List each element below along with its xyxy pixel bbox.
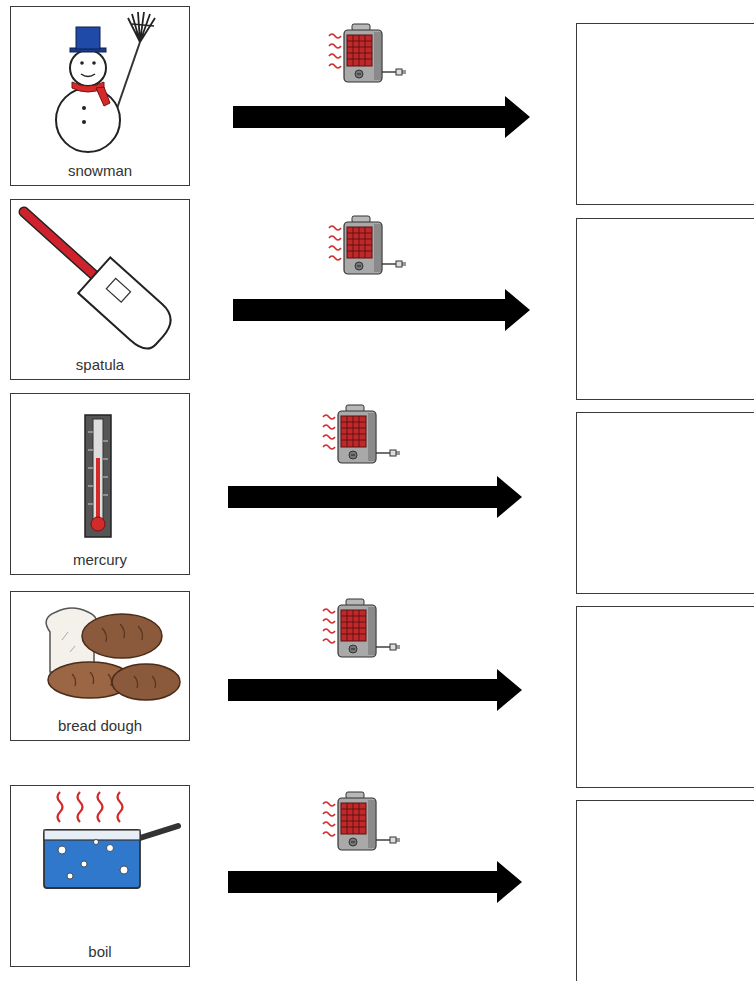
heater-icon [323,599,400,657]
picture-label: spatula [76,356,124,373]
spatula-icon-part-part [78,257,178,354]
thermometer-icon-part [85,415,111,537]
heating-arrow [228,861,522,903]
thermometer-icon-part [91,517,105,531]
spatula-icon-part-part [106,278,130,302]
snowman-icon-part [70,50,106,86]
snowman-icon-part [80,61,84,65]
heater-icon [329,216,406,274]
picture-box [576,218,754,400]
picture-box [576,412,754,594]
heating-arrow [233,96,530,138]
heater-icon [323,792,400,850]
spatula-icon-part [24,212,94,275]
boiling-pot-icon-part [78,792,83,822]
bread-icon-part [82,614,162,658]
boiling-pot-icon-part [98,792,103,822]
thermometer-icon-part [93,419,103,523]
snowman-icon-part [96,87,110,106]
snowman-icon [56,12,155,152]
snowman-icon-part [92,61,96,65]
heating-arrow [228,669,522,711]
boiling-pot-icon-part [120,866,128,874]
picture-box [576,800,754,981]
boiling-pot-icon-part [44,830,140,840]
picture-label: bread dough [58,717,142,734]
bread-icon-part [62,632,75,652]
snowman-icon-part [76,27,100,49]
snowman-icon-part [81,74,95,77]
heater-icon [323,405,400,463]
bread-icon-part [102,624,143,642]
bread-icon-part [134,676,156,688]
snowman-icon-part [56,88,120,152]
picture-box: snowman [10,6,190,186]
snowman-icon-part [132,24,154,26]
bread-icon-part [72,672,112,686]
picture-box [576,23,754,205]
heater-icon [329,24,406,82]
picture-box: boil [10,785,190,967]
snowman-icon-part [82,120,86,124]
boiling-pot-icon-part [94,840,99,845]
bread-icon [46,608,180,700]
boiling-pot-icon-part [58,792,63,822]
boiling-pot-icon-part [44,830,140,888]
boiling-pot-icon [44,792,178,888]
picture-box: spatula [10,199,190,380]
spatula-icon [24,212,179,355]
picture-box [576,606,754,788]
spatula-icon-part [24,212,94,275]
heating-arrow [233,289,530,331]
boiling-pot-icon-part [81,861,87,867]
picture-label: snowman [68,162,132,179]
boiling-pot-icon-part [58,846,66,854]
heating-arrow [228,476,522,518]
snowman-icon-part [82,106,86,110]
picture-label: boil [88,943,111,960]
boiling-pot-icon-part [107,845,114,852]
thermometer-icon [85,415,111,537]
picture-label: mercury [73,551,127,568]
thermometer-icon-part [96,458,100,522]
boiling-pot-icon-part [118,792,123,822]
boiling-pot-icon-part [67,873,73,879]
bread-icon-part [112,664,180,700]
snowman-icon-part [128,12,155,42]
boiling-pot-icon-part [140,826,178,838]
spatula-icon-part [78,257,178,354]
picture-box: mercury [10,393,190,575]
picture-box: bread dough [10,591,190,741]
